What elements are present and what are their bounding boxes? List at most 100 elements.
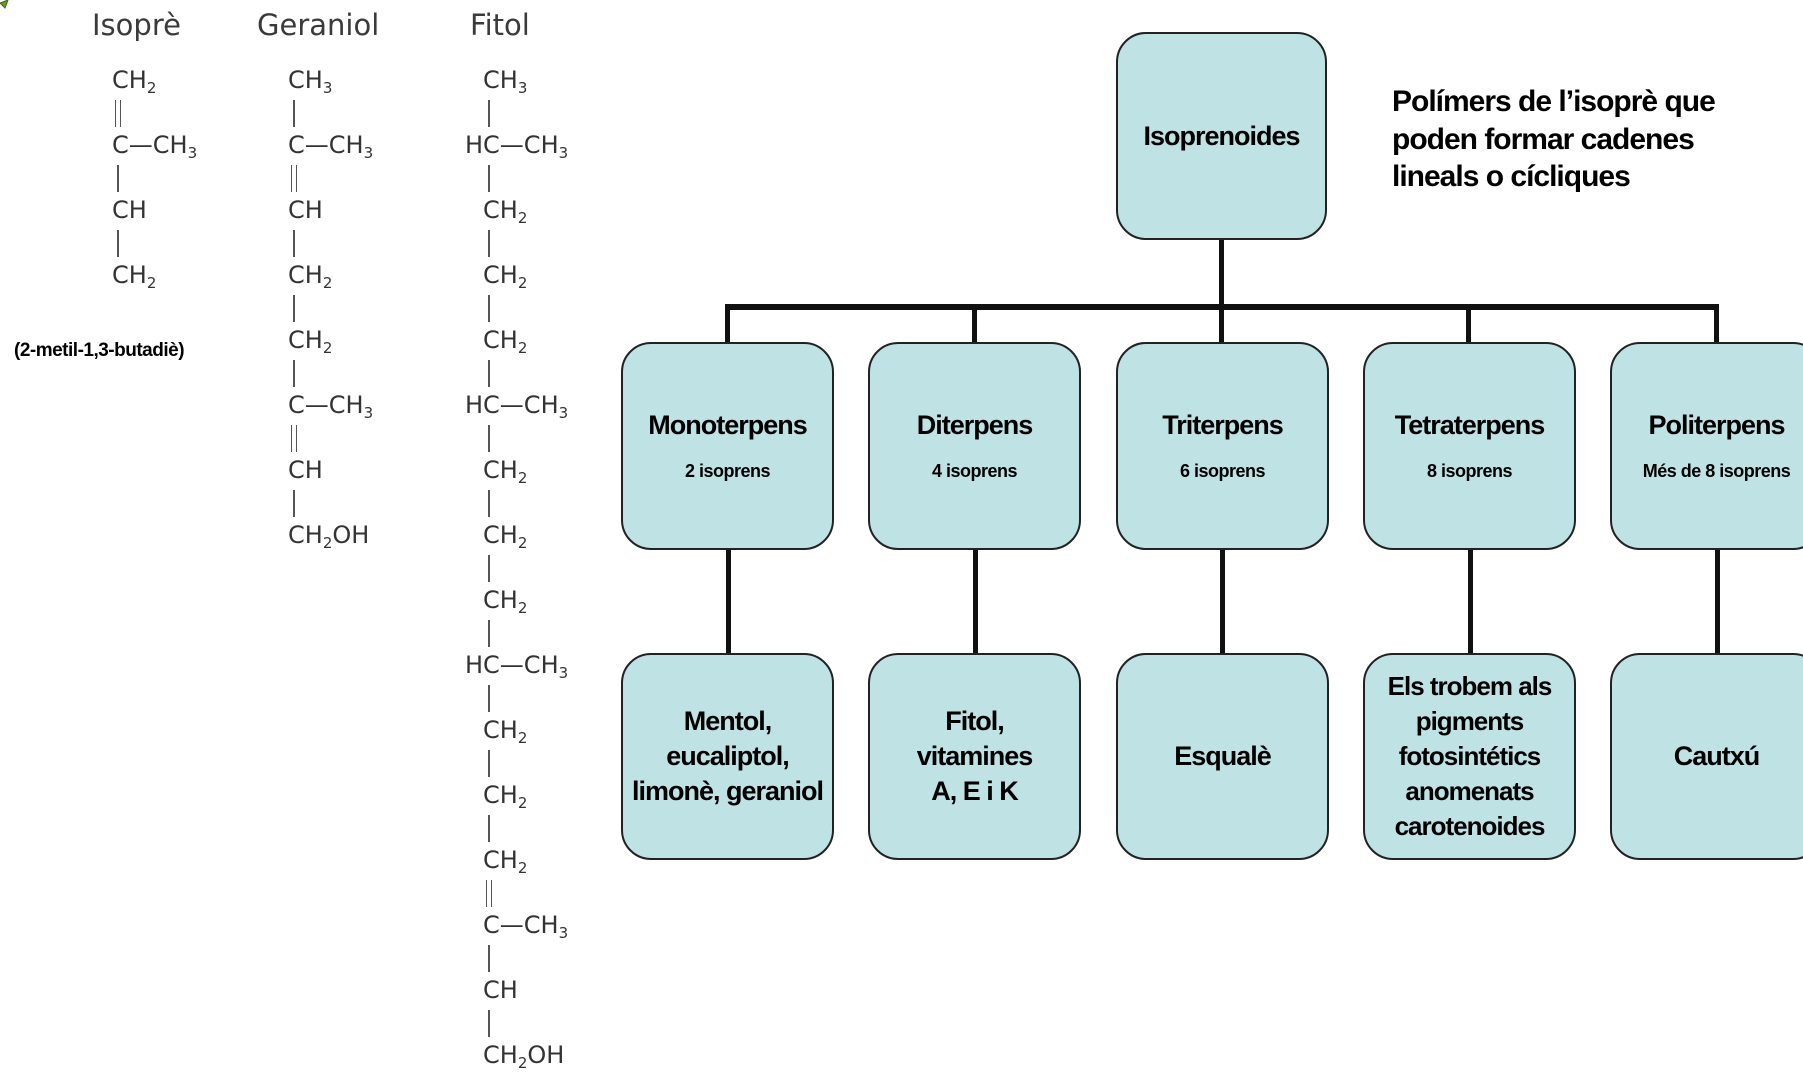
example-line: A, E i K — [931, 776, 1019, 807]
geraniol-bond-single — [293, 100, 295, 127]
isopre-atom-row: CH2 — [112, 66, 157, 97]
monoterpens-count: 2 isoprens — [684, 461, 771, 481]
fitol-atom-row: HC—CH3 — [465, 131, 569, 162]
example-line: Esqualè — [1174, 740, 1272, 771]
diterpens-label: Diterpens — [916, 410, 1034, 440]
fitol-atom-row: C—CH3 — [483, 911, 569, 942]
fitol-atom-row: CH2 — [483, 781, 528, 812]
isoprenoides-box: Isoprenoides — [1116, 32, 1327, 240]
fitol-atom-row: HC—CH3 — [465, 391, 569, 422]
fitol-bond-single — [488, 165, 490, 192]
fitol-bond-single — [488, 425, 490, 452]
fitol-bond-single — [488, 100, 490, 127]
fitol-bond-single — [488, 620, 490, 647]
geraniol-atom-row: C—CH3 — [288, 391, 374, 422]
example-line: vitamines — [916, 740, 1034, 771]
monoterpens-label: Monoterpens — [648, 410, 808, 440]
isopre-bond-single — [117, 165, 119, 192]
tetraterpens-examples-box: Els trobem als pigments fotosintétics an… — [1363, 653, 1576, 860]
geraniol-atom-row: CH2OH — [288, 521, 370, 552]
isopre-iupac-name: (2-metil-1,3-butadiè) — [14, 340, 185, 361]
isopre-atom-row: C—CH3 — [112, 131, 198, 162]
fitol-atom-row: HC—CH3 — [465, 651, 569, 682]
fitol-bond-single — [488, 815, 490, 842]
isopre-bond-single — [117, 230, 119, 257]
example-line: limonè, geraniol — [631, 776, 824, 807]
fitol-bond-single — [488, 555, 490, 582]
fitol-atom-row: CH2 — [483, 716, 528, 747]
fitol-atom-row: CH2 — [483, 326, 528, 357]
triterpens-box: Triterpens 6 isoprens — [1116, 342, 1329, 550]
isopre-bond-double — [115, 100, 121, 127]
example-line: fotosintétics — [1398, 740, 1542, 771]
tetraterpens-box: Tetraterpens 8 isoprens — [1363, 342, 1576, 550]
geraniol-bond-single — [293, 230, 295, 257]
fitol-bond-single — [488, 1010, 490, 1037]
geraniol-atom-row: CH2 — [288, 326, 333, 357]
geraniol-bond-double — [291, 165, 297, 192]
fitol-atom-row: CH2 — [483, 846, 528, 877]
tetraterpens-count: 8 isoprens — [1426, 461, 1513, 481]
monoterpens-box: Monoterpens 2 isoprens — [621, 342, 834, 550]
fitol-atom-row: CH — [483, 976, 518, 1004]
example-line: Mentol, — [683, 705, 772, 736]
example-line: Cautxú — [1673, 740, 1761, 771]
fitol-bond-single — [488, 685, 490, 712]
example-line: Els trobem als — [1387, 670, 1553, 701]
geraniol-atom-row: CH3 — [288, 66, 333, 97]
triterpens-count: 6 isoprens — [1179, 461, 1266, 481]
fitol-atom-row: CH2 — [483, 521, 528, 552]
triterpens-label: Triterpens — [1162, 410, 1284, 440]
fitol-atom-row: CH2 — [483, 261, 528, 292]
politerpens-box: Politerpens Més de 8 isoprens — [1610, 342, 1803, 550]
geraniol-atom-row: C—CH3 — [288, 131, 374, 162]
fitol-atom-row: CH3 — [483, 66, 528, 97]
geraniol-atom-row: CH2 — [288, 261, 333, 292]
fitol-bond-double — [486, 880, 492, 907]
fitol-bond-single — [488, 945, 490, 972]
tetraterpens-label: Tetraterpens — [1394, 410, 1546, 440]
isoprenoides-description: Polímers de l’isoprè que poden formar ca… — [1392, 85, 1716, 193]
connector-mono-down — [726, 548, 731, 654]
connector-tetra-up — [1466, 304, 1471, 342]
example-line: Fitol, — [945, 705, 1004, 736]
diterpens-box: Diterpens 4 isoprens — [868, 342, 1081, 550]
isopre-title: Isoprè — [92, 8, 181, 42]
fitol-bond-single — [488, 490, 490, 517]
diterpens-examples-box: Fitol, vitamines A, E i K — [868, 653, 1081, 860]
example-line: eucaliptol, — [666, 740, 790, 771]
example-line: anomenats — [1405, 776, 1534, 807]
connector-mono-up — [725, 304, 730, 342]
politerpens-label: Politerpens — [1648, 410, 1785, 440]
geraniol-atom-row: CH — [288, 196, 323, 224]
fitol-atom-row: CH2 — [483, 196, 528, 227]
geraniol-bond-double — [291, 425, 297, 452]
example-line: pigments — [1415, 705, 1525, 736]
fitol-atom-row: CH2 — [483, 456, 528, 487]
connector-poli-down — [1715, 548, 1720, 654]
monoterpens-examples-box: Mentol, eucaliptol, limonè, geraniol — [621, 653, 834, 860]
connector-root-down — [1219, 238, 1224, 308]
connector-tri-down — [1220, 548, 1225, 654]
fitol-bond-single — [488, 750, 490, 777]
isoprenoides-label: Isoprenoides — [1143, 120, 1300, 151]
triterpens-examples-box: Esqualè — [1116, 653, 1329, 860]
fitol-bond-single — [488, 360, 490, 387]
connector-di-down — [973, 548, 978, 654]
connector-poli-up — [1714, 304, 1719, 342]
fitol-bond-single — [488, 295, 490, 322]
fitol-atom-row: CH2 — [483, 586, 528, 617]
diterpens-count: 4 isoprens — [931, 461, 1018, 481]
connector-tri-up — [1219, 304, 1224, 342]
geraniol-title: Geraniol — [257, 8, 380, 42]
geraniol-bond-single — [293, 295, 295, 322]
corner-arrow-icon — [0, 0, 9, 9]
isopre-atom-row: CH2 — [112, 261, 157, 292]
connector-tetra-down — [1468, 548, 1473, 654]
connector-di-up — [972, 304, 977, 342]
fitol-atom-row: CH2OH — [483, 1041, 565, 1072]
example-line: carotenoides — [1394, 811, 1546, 842]
geraniol-atom-row: CH — [288, 456, 323, 484]
fitol-title: Fitol — [470, 8, 530, 42]
isopre-atom-row: CH — [112, 196, 147, 224]
